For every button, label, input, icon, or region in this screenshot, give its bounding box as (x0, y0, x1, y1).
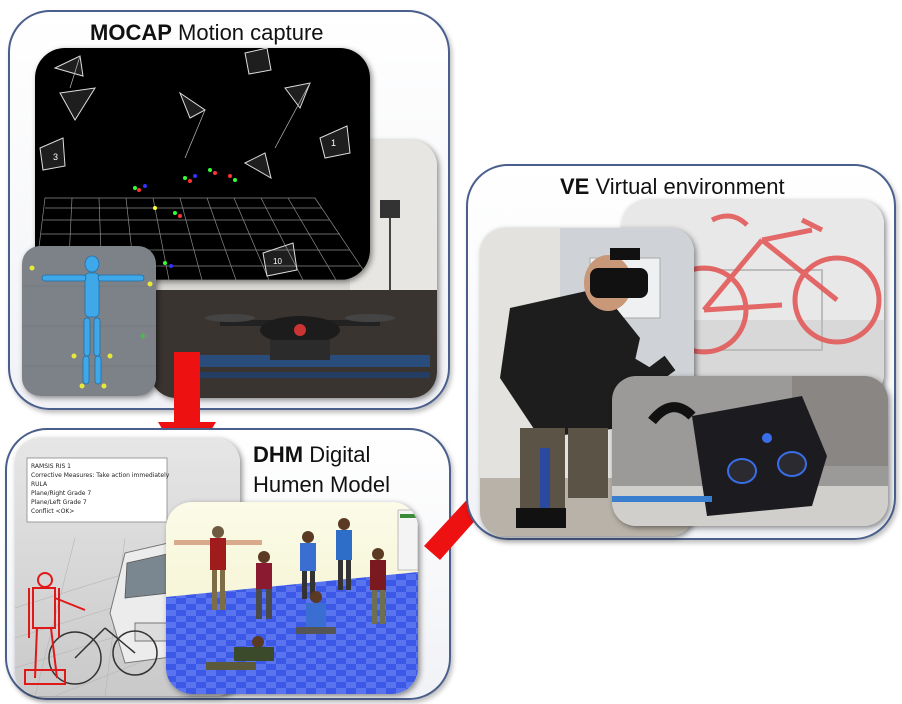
camera-label-3: 10 (273, 257, 282, 266)
dialog-line-6: Conflict <OK> (31, 508, 74, 515)
bicycle-illustration (48, 627, 158, 685)
camera-label-1: 3 (53, 152, 58, 162)
dhm-title-line2: Humen Model (253, 472, 390, 497)
ve-title-bold: VE (560, 174, 590, 199)
camera-label-2: 1 (331, 138, 336, 148)
dhm-manikins-render (166, 502, 418, 694)
mocap-title-rest: Motion capture (171, 20, 324, 45)
dialog-line-4: Plane/Right Grade 7 (31, 490, 91, 497)
manikin-figures (174, 518, 386, 670)
mocap-camera-grid-view: 3 1 10 (35, 48, 370, 280)
skeleton-figure (41, 255, 145, 385)
person-figure (500, 248, 676, 528)
ve-headset-closeup-photo (612, 376, 888, 526)
ve-title-rest: Virtual environment (589, 174, 785, 199)
mocap-skeleton-view (22, 246, 156, 396)
dialog-line-1: RAMSIS RIS 1 (31, 463, 71, 470)
dhm-title-line1: Digital (303, 442, 371, 467)
dialog-line-3: RULA (31, 481, 48, 488)
ergonomic-dialog: RAMSIS RIS 1 Corrective Measures: Take a… (26, 457, 170, 523)
dialog-line-2: Corrective Measures: Take action immedia… (31, 472, 170, 479)
vr-headset (648, 396, 827, 516)
ve-person-headset-photo (480, 228, 694, 536)
dialog-line-5: Plane/Left Grade 7 (31, 499, 87, 506)
mocap-title-bold: MOCAP (90, 20, 172, 45)
camera-frustums (39, 48, 351, 277)
dhm-title: DHM Digital Humen Model (253, 440, 390, 500)
red-manikin (24, 572, 86, 685)
ve-title: VE Virtual environment (560, 174, 785, 200)
drone-illustration (205, 314, 395, 360)
dhm-title-bold: DHM (253, 442, 304, 467)
tracked-markers (133, 168, 237, 268)
mocap-title: MOCAP Motion capture (90, 20, 324, 46)
